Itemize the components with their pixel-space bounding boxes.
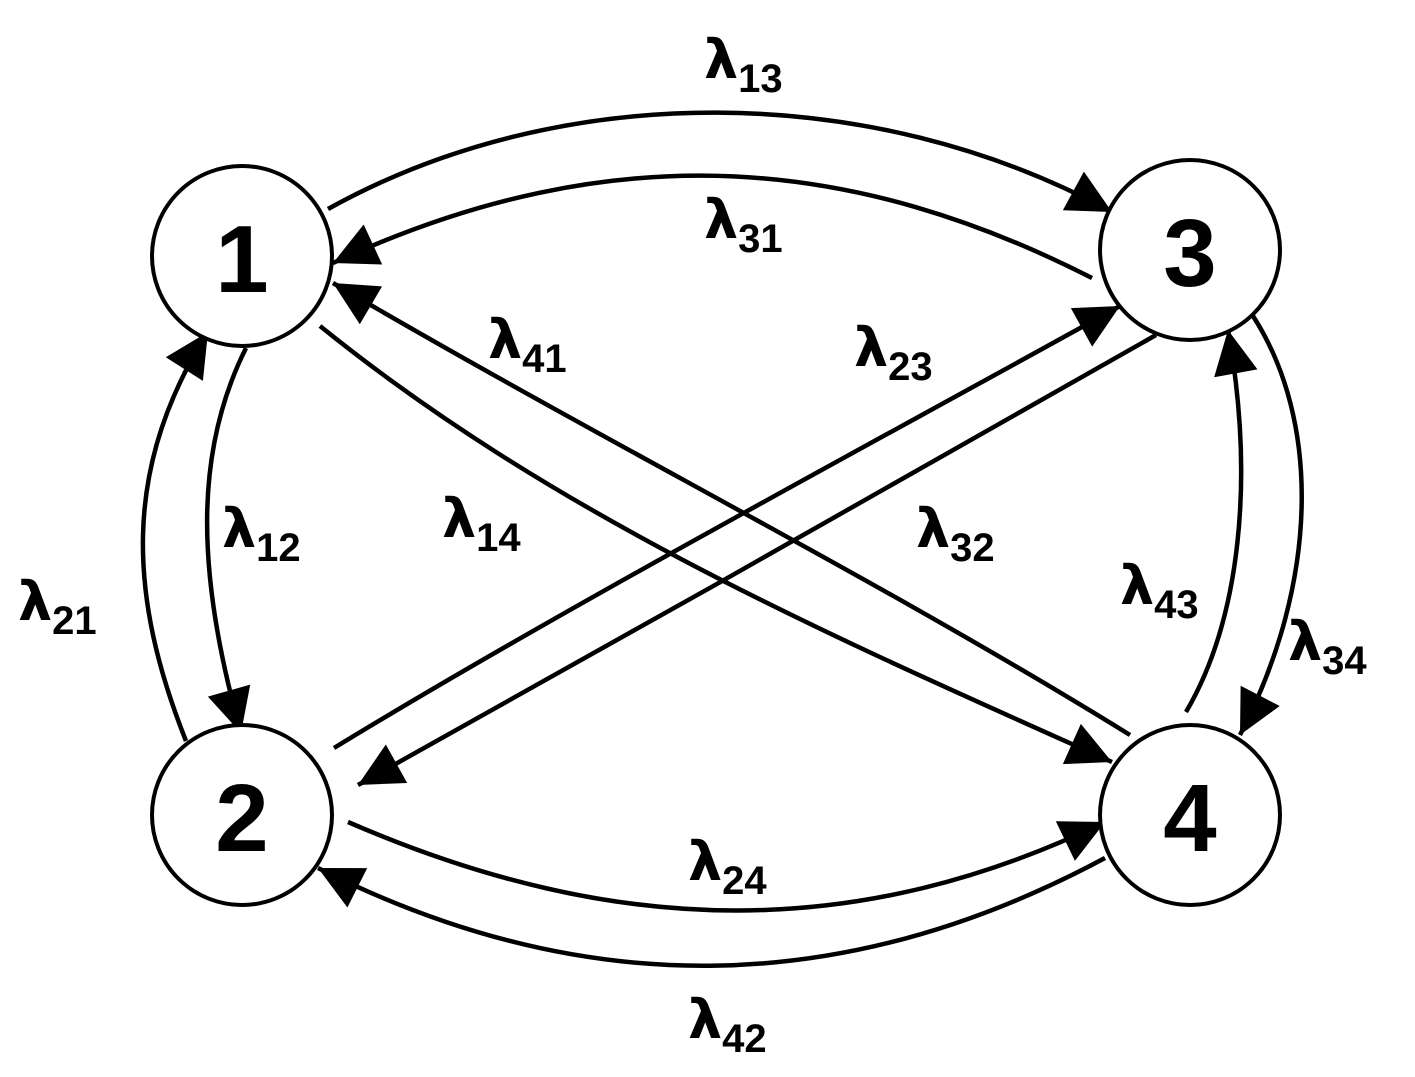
edge-label-32-sub: 32 [950, 526, 995, 570]
edge-label-23-sub: 23 [888, 345, 933, 389]
edge-label-42: λ42 [688, 988, 767, 1061]
edge-label-24-sub: 24 [722, 859, 767, 903]
node-1-label: 1 [215, 206, 268, 313]
edge-label-24: λ24 [688, 830, 767, 903]
edge-2-to-3-arrow [332, 304, 1122, 750]
edge-label-23-symbol: λ [854, 316, 888, 379]
edge-labels: λ13 λ31 λ41 λ23 λ12 λ14 λ32 λ21 λ43 λ34 [18, 28, 1367, 1061]
edge-label-14: λ14 [442, 487, 521, 560]
edge-label-21: λ21 [18, 570, 97, 643]
edge-label-31: λ31 [704, 188, 783, 261]
edge-3-to-4-arrow [1238, 314, 1304, 737]
edge-label-12-symbol: λ [222, 497, 256, 560]
edge-label-21-symbol: λ [18, 570, 52, 633]
edge-2-to-4-arrow [347, 819, 1106, 913]
edge-label-23: λ23 [854, 316, 933, 389]
node-2-circle [150, 723, 334, 907]
node-1: 1 [150, 164, 334, 348]
edge-label-13-symbol: λ [704, 28, 738, 91]
edge-1-to-2-arrow [204, 346, 251, 734]
edge-label-34-sub: 34 [1322, 639, 1367, 683]
edge-label-14-sub: 14 [476, 516, 521, 560]
edge-label-12-sub: 12 [256, 526, 301, 570]
edge-1-to-3-arrow [326, 110, 1114, 214]
edge-label-32-symbol: λ [916, 497, 950, 560]
node-4-label: 4 [1163, 765, 1216, 872]
edge-1-to-4-arrow [318, 324, 1113, 765]
edge-label-12: λ12 [222, 497, 301, 570]
edge-label-34: λ34 [1288, 610, 1367, 683]
node-1-circle [150, 164, 334, 348]
edge-3-to-2-arrow [356, 333, 1158, 787]
node-4: 4 [1098, 723, 1282, 907]
edge-label-13: λ13 [704, 28, 783, 101]
node-3: 3 [1098, 158, 1282, 342]
edge-label-43-sub: 43 [1154, 583, 1199, 627]
edge-label-43: λ43 [1120, 554, 1199, 627]
edge-label-14-symbol: λ [442, 487, 476, 550]
node-4-circle [1098, 723, 1282, 907]
node-2-label: 2 [215, 765, 268, 872]
node-3-circle [1098, 158, 1282, 342]
node-2: 2 [150, 723, 334, 907]
edge-label-32: λ32 [916, 497, 995, 570]
edge-label-43-symbol: λ [1120, 554, 1154, 617]
edge-4-to-3-arrow [1184, 329, 1258, 714]
node-3-label: 3 [1163, 200, 1216, 307]
edge-label-31-symbol: λ [704, 188, 738, 251]
nodes: 1 2 3 4 [150, 158, 1282, 907]
edge-label-41-symbol: λ [488, 308, 522, 371]
edge-label-41: λ41 [488, 308, 567, 381]
edge-4-to-1-arrow [331, 281, 1132, 737]
edge-label-21-sub: 21 [52, 599, 97, 643]
edge-2-to-1-arrow [140, 330, 210, 742]
edge-3-to-1-arrow [332, 173, 1094, 281]
edge-label-24-symbol: λ [688, 830, 722, 893]
edge-label-13-sub: 13 [738, 57, 783, 101]
edge-label-42-symbol: λ [688, 988, 722, 1051]
edge-label-31-sub: 31 [738, 217, 783, 261]
edge-label-42-sub: 42 [722, 1017, 767, 1061]
edge-4-to-2-arrow [316, 856, 1107, 968]
edge-label-34-symbol: λ [1288, 610, 1322, 673]
edge-label-41-sub: 41 [522, 337, 567, 381]
edges [140, 110, 1304, 968]
